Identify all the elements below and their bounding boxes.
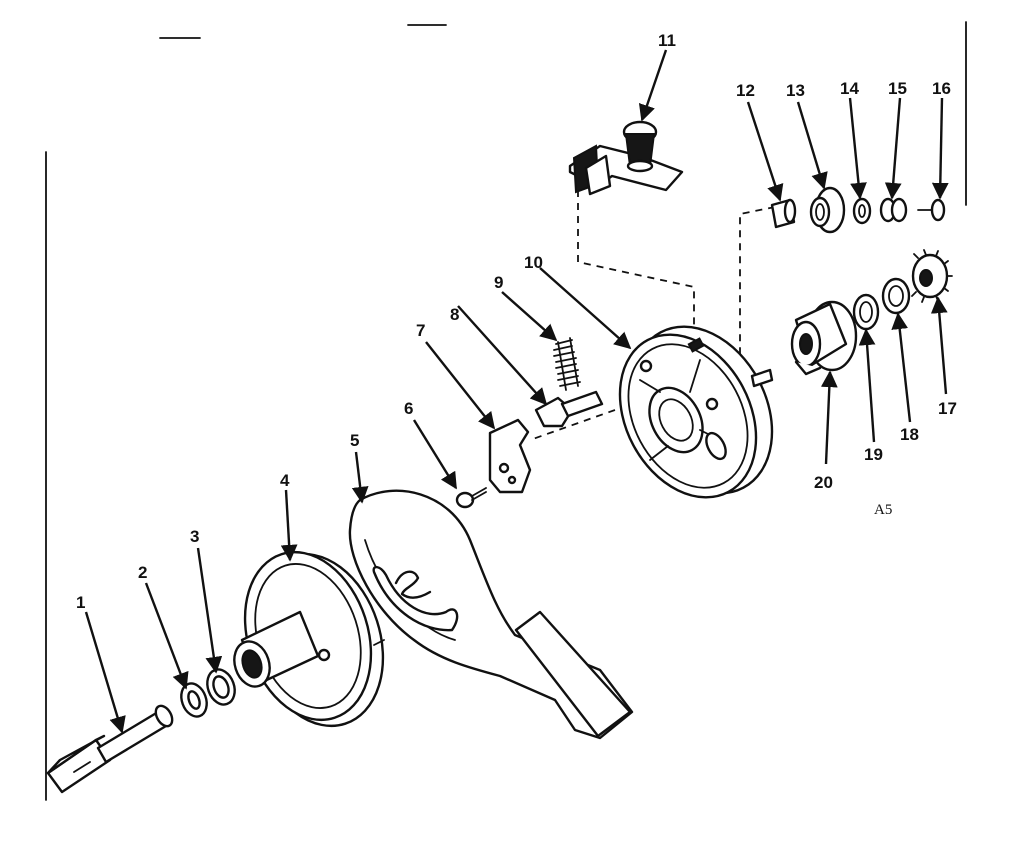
- drawing-code: A5: [874, 502, 892, 518]
- callout-5: 5: [350, 431, 359, 450]
- part-2-washer: [180, 682, 208, 718]
- part-9-spring: [553, 337, 581, 391]
- part-14-washer: [852, 197, 872, 225]
- assembly-guide-lines: [529, 190, 776, 441]
- part-16-screw: [917, 198, 946, 222]
- callout-8: 8: [450, 305, 459, 324]
- part-6-screw: [455, 487, 487, 509]
- part-callouts: 1 2 3 4 5 6 7 8 9 10 11 12 13 14 15 16 1…: [76, 31, 957, 612]
- part-13-flanged-bushing: [809, 186, 846, 234]
- callout-1: 1: [76, 593, 85, 612]
- scan-border-lines: [45, 21, 967, 801]
- part-15-washers: [879, 197, 908, 223]
- callout-10: 10: [524, 253, 543, 272]
- part-11-bracket: [568, 120, 684, 196]
- leader-arrows: [84, 49, 949, 734]
- callout-16: 16: [932, 79, 951, 98]
- callout-18: 18: [900, 425, 919, 444]
- callout-7: 7: [416, 321, 425, 340]
- part-20-cam-hub: [790, 300, 858, 376]
- callout-19: 19: [864, 445, 883, 464]
- callout-13: 13: [786, 81, 805, 100]
- part-12-bushing: [770, 198, 797, 229]
- callout-11: 11: [658, 31, 676, 50]
- callout-15: 15: [888, 79, 907, 98]
- part-18-washer: [881, 277, 911, 315]
- callout-14: 14: [840, 79, 859, 98]
- callout-20: 20: [814, 473, 833, 492]
- callout-6: 6: [404, 399, 413, 418]
- part-8-pawl: [534, 390, 604, 428]
- part-5-lever-plate: [348, 489, 634, 740]
- callout-2: 2: [138, 563, 147, 582]
- callout-12: 12: [736, 81, 755, 100]
- part-19-washer: [852, 293, 880, 331]
- part-10-housing: [618, 325, 774, 499]
- part-7-pawl-plate: [488, 418, 532, 494]
- callout-4: 4: [280, 471, 290, 490]
- part-3-washer: [206, 668, 236, 706]
- callout-9: 9: [494, 273, 503, 292]
- part-17-gear: [911, 249, 953, 303]
- callout-17: 17: [938, 399, 957, 418]
- callout-3: 3: [190, 527, 199, 546]
- part-4-flange-hub: [233, 550, 385, 728]
- part-1-shaft: [46, 704, 174, 794]
